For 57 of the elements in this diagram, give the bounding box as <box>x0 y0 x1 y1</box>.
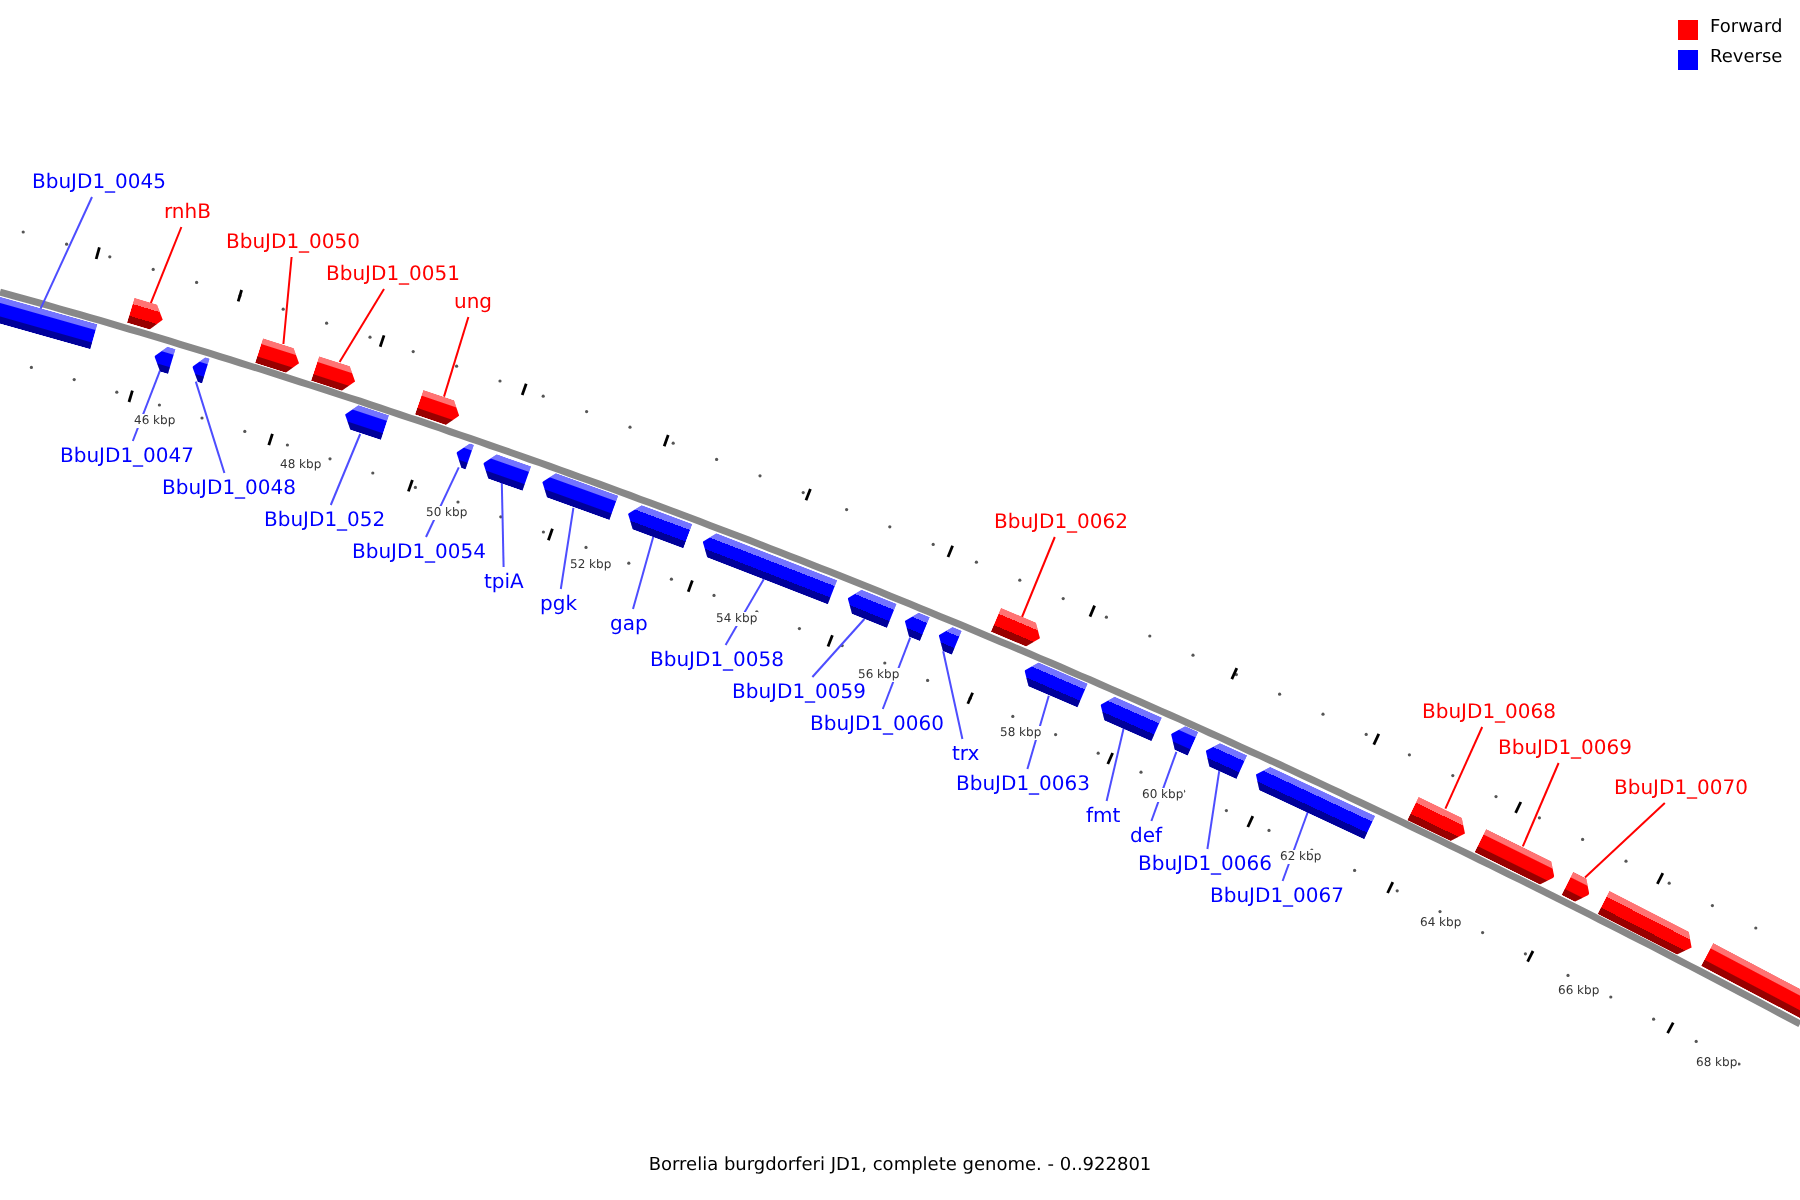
forward-gene-block <box>127 298 167 333</box>
legend-label: Forward <box>1710 18 1783 40</box>
leader-line <box>1150 750 1178 822</box>
gene-label: gap <box>610 611 648 637</box>
leader-line <box>338 288 385 363</box>
gene-label: BbuJD1_052 <box>264 507 386 533</box>
leader-line <box>1584 802 1666 879</box>
reverse-gene-block <box>451 440 475 470</box>
gene-label: pgk <box>540 591 577 617</box>
legend-label: Reverse <box>1710 48 1783 70</box>
leader-line <box>39 196 93 310</box>
gene-label: BbuJD1_0062 <box>994 509 1129 535</box>
leader-line <box>1105 727 1125 802</box>
gene-label: BbuJD1_0060 <box>810 711 945 737</box>
leader-line <box>724 578 765 646</box>
leader-line <box>881 636 912 710</box>
leader-line <box>282 256 293 345</box>
caption: Borrelia burgdorferi JD1, complete genome. - 0..922801 <box>648 1156 1152 1176</box>
leader-line <box>329 433 362 506</box>
leader-line <box>425 466 460 538</box>
leader-line <box>559 506 575 590</box>
gene-label: BbuJD1_0059 <box>732 679 867 705</box>
gene-label: BbuJD1_0069 <box>1498 735 1633 761</box>
gene-label: BbuJD1_0063 <box>956 771 1091 797</box>
leader-line <box>194 380 226 474</box>
forward-gene-block <box>311 355 360 394</box>
gene-label: BbuJD1_0050 <box>226 229 361 255</box>
gene-label: BbuJD1_0066 <box>1138 851 1273 877</box>
gene-label: tpiA <box>484 569 524 595</box>
leader-line <box>632 536 655 610</box>
leader-line <box>942 650 964 740</box>
gene-label: BbuJD1_0054 <box>352 539 487 565</box>
leader-line <box>1021 536 1056 618</box>
gene-label: BbuJD1_0051 <box>326 261 461 287</box>
leader-line <box>1444 726 1484 810</box>
gene-label: BbuJD1_0058 <box>650 647 785 673</box>
leader-line <box>443 316 470 398</box>
gene-label: trx <box>952 741 980 767</box>
gene-label: fmt <box>1086 803 1121 829</box>
gene-label: BbuJD1_0067 <box>1210 883 1345 909</box>
gene-label: ung <box>454 289 493 315</box>
leader-line <box>1521 762 1560 848</box>
leader-line <box>1206 770 1221 850</box>
gene-label: BbuJD1_0070 <box>1614 775 1749 801</box>
reverse-gene-block <box>900 609 931 642</box>
reverse-gene-block <box>151 343 177 374</box>
leader-line <box>811 618 866 678</box>
leader-line <box>149 226 183 305</box>
gene-label: BbuJD1_0068 <box>1422 699 1557 725</box>
leader-line <box>1026 694 1050 770</box>
leader-line <box>500 481 505 568</box>
leader-line <box>131 369 161 442</box>
gene-label: rnhB <box>164 199 211 225</box>
gene-label: def <box>1130 823 1163 849</box>
gene-label: BbuJD1_0045 <box>32 169 167 195</box>
gene-label: BbuJD1_0048 <box>162 475 297 501</box>
gene-label: BbuJD1_0047 <box>60 443 195 469</box>
